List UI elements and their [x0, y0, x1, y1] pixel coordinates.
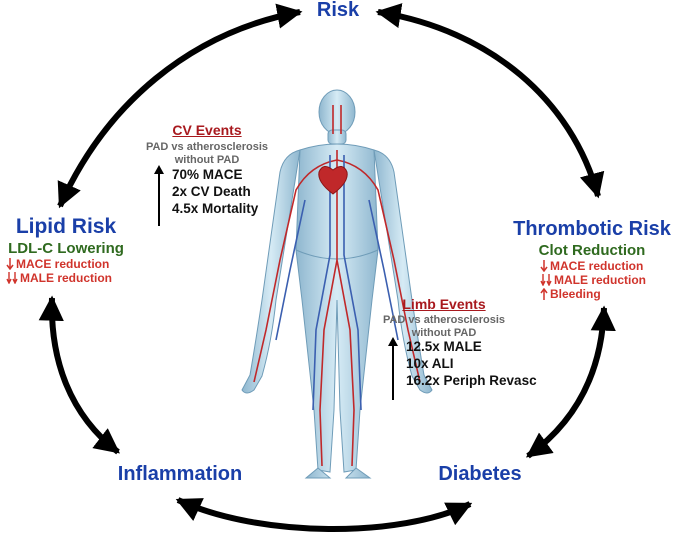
- thrombotic-effect-male: MALE reduction: [540, 273, 646, 287]
- arrow-risk-thrombotic: [375, 3, 605, 199]
- cv-stat-mace: 70% MACE: [172, 167, 243, 182]
- double-down-arrow-icon: [6, 272, 18, 284]
- risk-title: Risk: [316, 0, 360, 21]
- lipid-effect-male-text: MALE reduction: [20, 271, 112, 285]
- heart-icon: [318, 166, 348, 195]
- node-risk: Risk: [317, 0, 359, 22]
- thrombotic-effect-bleeding: Bleeding: [540, 287, 646, 301]
- limb-events-title: Limb Events: [402, 296, 486, 312]
- thrombotic-effect-male-text: MALE reduction: [554, 273, 646, 287]
- cv-events-stats: 70% MACE 2x CV Death 4.5x Mortality: [172, 166, 258, 217]
- node-lipid-risk: Lipid Risk LDL-C Lowering: [8, 215, 124, 257]
- cv-stat-mortality: 4.5x Mortality: [172, 201, 259, 216]
- cv-stat-cv-death: 2x CV Death: [172, 184, 251, 199]
- up-arrow-icon: [388, 337, 398, 400]
- inflammation-title: Inflammation: [117, 463, 243, 485]
- limb-events-comparison-2: without PAD: [411, 327, 477, 339]
- arrow-thrombotic-diabetes: [525, 305, 616, 459]
- limb-stat-periph-revasc: 16.2x Periph Revasc: [406, 373, 537, 388]
- lipid-subtitle: LDL-C Lowering: [8, 240, 124, 257]
- limb-events-stats: 12.5x MALE 10x ALI 16.2x Periph Revasc: [406, 338, 537, 389]
- lipid-effects: MACE reduction MALE reduction: [6, 257, 112, 285]
- down-arrow-icon: [6, 258, 14, 270]
- thrombotic-effect-bleeding-text: Bleeding: [550, 287, 601, 301]
- limb-stat-ali: 10x ALI: [406, 356, 454, 371]
- node-inflammation: Inflammation: [118, 463, 242, 486]
- limb-stat-male: 12.5x MALE: [406, 339, 482, 354]
- limb-events-panel: Limb Events PAD vs atherosclerosis witho…: [364, 296, 524, 340]
- arrow-lipid-inflammation: [38, 295, 120, 455]
- thrombotic-effect-mace-text: MACE reduction: [550, 259, 644, 273]
- diabetes-title: Diabetes: [438, 463, 522, 485]
- node-diabetes: Diabetes: [438, 463, 521, 486]
- up-arrow-icon: [540, 288, 548, 300]
- cv-events-comparison-1: PAD vs atherosclerosis: [145, 141, 269, 153]
- vessels: [253, 105, 421, 467]
- lipid-effect-male: MALE reduction: [6, 271, 112, 285]
- arrow-risk-lipid: [57, 3, 303, 209]
- thrombotic-effect-mace: MACE reduction: [540, 259, 646, 273]
- thrombotic-effects: MACE reduction MALE reduction Bleeding: [540, 259, 646, 301]
- lipid-title: Lipid Risk: [15, 215, 117, 238]
- lipid-effect-mace: MACE reduction: [6, 257, 112, 271]
- limb-events-comparison-1: PAD vs atherosclerosis: [382, 314, 506, 326]
- double-down-arrow-icon: [540, 274, 552, 286]
- cv-events-comparison-2: without PAD: [174, 154, 240, 166]
- arrow-inflammation-diabetes: [175, 497, 473, 532]
- thrombotic-subtitle: Clot Reduction: [538, 242, 646, 259]
- cv-events-panel: CV Events PAD vs atherosclerosis without…: [132, 122, 282, 167]
- lipid-effect-mace-text: MACE reduction: [16, 257, 110, 271]
- node-thrombotic-risk: Thrombotic Risk Clot Reduction: [513, 218, 671, 259]
- up-arrow-icon: [154, 165, 164, 226]
- cv-events-title: CV Events: [172, 122, 242, 138]
- thrombotic-title: Thrombotic Risk: [513, 218, 671, 240]
- down-arrow-icon: [540, 260, 548, 272]
